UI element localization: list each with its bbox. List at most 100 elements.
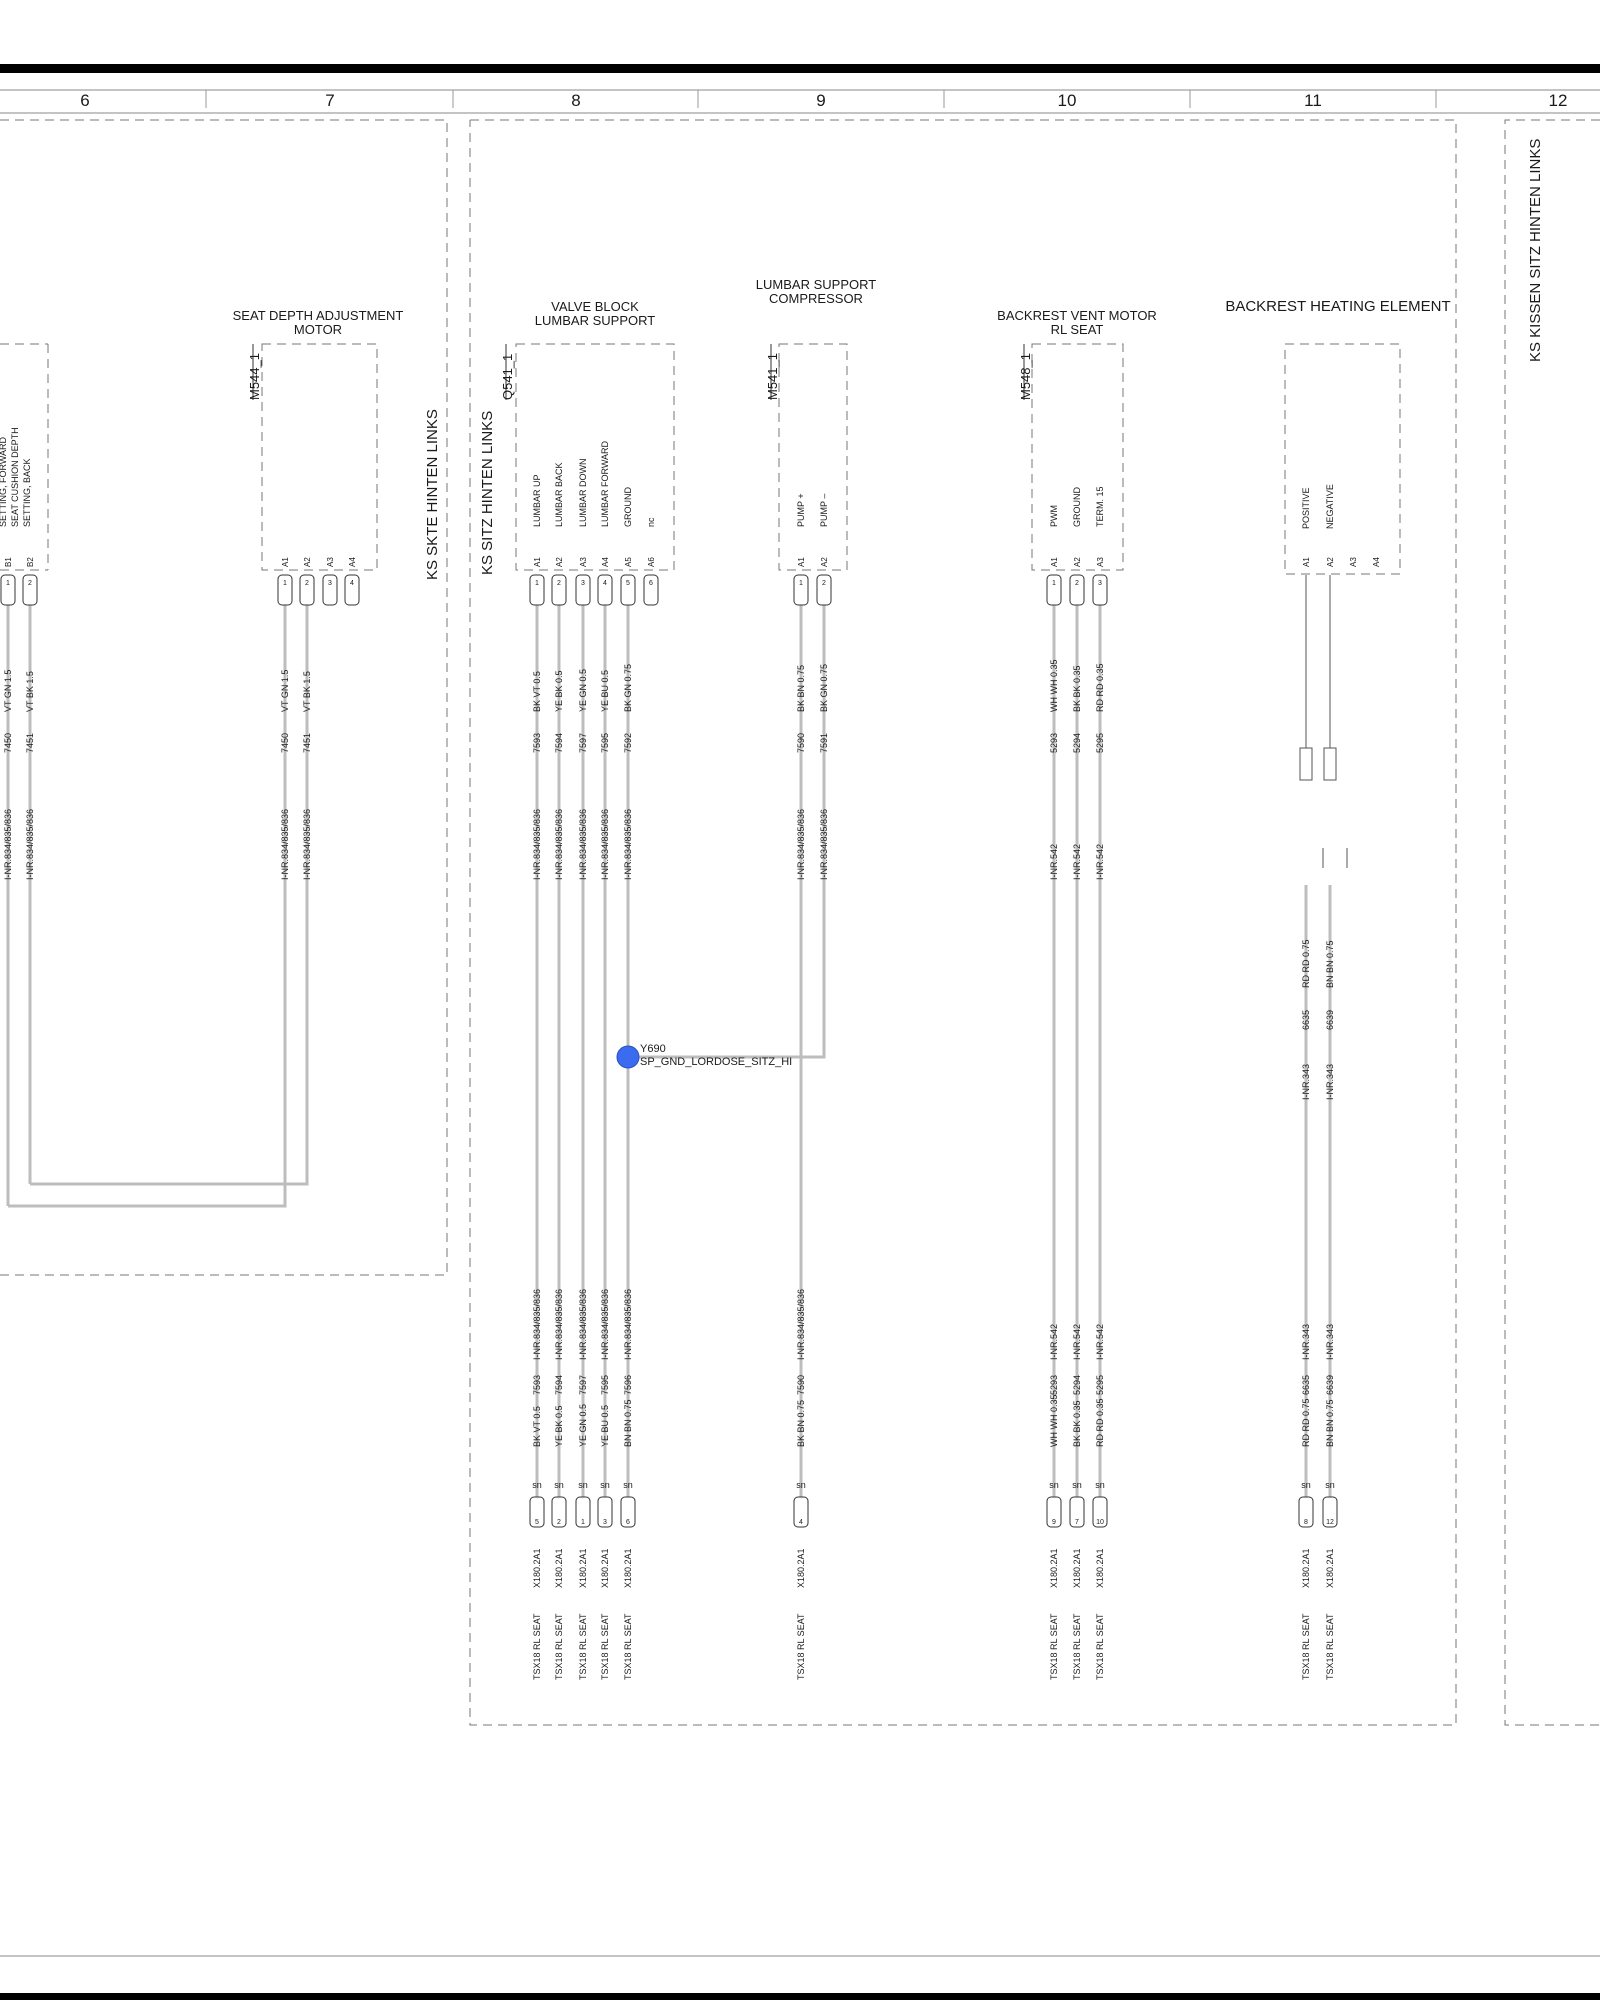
connector-cavity-label: 1: [581, 1519, 585, 1526]
component-title: BACKREST HEATING ELEMENT: [1225, 298, 1450, 315]
pin-label: A2: [555, 557, 564, 567]
column-number-12: 12: [1549, 91, 1568, 110]
fuse-terminal: [1323, 747, 1337, 781]
pin-cavity-label: 2: [1075, 580, 1079, 587]
function-label: NEGATIVE: [1325, 484, 1335, 529]
pin-cavity: [0, 574, 16, 606]
pin-cavity-label: 1: [283, 580, 287, 587]
wire-nr-label: I-NR.834/835/836: [796, 809, 806, 880]
pin-cavity: [1069, 574, 1085, 606]
wire-id-label: 7595: [600, 1375, 610, 1395]
connector-cavity: [1069, 1496, 1085, 1528]
wire-color-label: RD RD 0.35: [1095, 663, 1105, 712]
pin-cavity: [597, 574, 613, 606]
wire-id-label: 7590: [796, 1375, 806, 1395]
wire-id-label: 7450: [3, 733, 13, 753]
function-label: PUMP +: [796, 493, 806, 527]
pin-label: A2: [303, 557, 312, 567]
wire-color-label: BK BK 0.35: [1072, 665, 1082, 712]
component-code: M548_1: [1018, 353, 1033, 400]
wire-id-label: 7595: [600, 733, 610, 753]
function-label: SETTING, FORWARD: [0, 436, 8, 527]
wire-nr-label: I-NR.834/835/836: [532, 1289, 542, 1360]
connector-code-label: X180.2A1: [623, 1548, 633, 1588]
wire-id-label: 7594: [554, 1375, 564, 1395]
connector-cavity-label: 2: [557, 1519, 561, 1526]
shield-label: sn: [1072, 1480, 1082, 1490]
pin-cavity: [1046, 574, 1062, 606]
wire-id-label: 5294: [1072, 1375, 1082, 1395]
pin-cavity-label: 4: [603, 580, 607, 587]
component-code: M544_1: [247, 353, 262, 400]
wire-nr-label: I-NR.542: [1049, 1324, 1059, 1360]
pin-cavity: [322, 574, 338, 606]
pin-label: A4: [601, 557, 610, 567]
component-boxes: [0, 343, 1401, 1528]
wire-color-label: BN BN 0.75: [623, 1399, 633, 1447]
connector-name-label: TSX18 RL SEAT: [1325, 1613, 1335, 1680]
connector-cavity-label: 6: [626, 1519, 630, 1526]
wire-nr-label: I-NR.542: [1072, 1324, 1082, 1360]
wire-id-label: 7590: [796, 733, 806, 753]
wire-color-label: BK BN 0.75: [796, 665, 806, 712]
column-number-6: 6: [80, 91, 89, 110]
wire-nr-label: I-NR.834/835/836: [623, 809, 633, 880]
wire-id-label: 5293: [1049, 733, 1059, 753]
wire-nr-label: I-NR.343: [1301, 1324, 1311, 1360]
function-label: LUMBAR DOWN: [578, 458, 588, 527]
pin-cavity: [620, 574, 636, 606]
pin-label: A3: [1349, 557, 1358, 567]
connector-code-label: X180.2A1: [1049, 1548, 1059, 1588]
connector-cavity-label: 5: [535, 1519, 539, 1526]
m544-box: [261, 343, 378, 571]
wire-nr-label: I-NR.834/835/836: [25, 809, 35, 880]
component-title-2: RL SEAT: [1051, 322, 1104, 337]
q541-box: [515, 343, 675, 571]
wire-nr-label: I-NR.542: [1095, 1324, 1105, 1360]
wire-color-label: RD RD 0.75: [1301, 1398, 1311, 1447]
wire-nr-label: I-NR.834/835/836: [3, 809, 13, 880]
wire-nr-label: I-NR.542: [1072, 844, 1082, 880]
zone-borders: [0, 119, 1600, 1726]
component-title: VALVE BLOCK: [551, 299, 639, 314]
wire-color-label: BN BN 0.75: [1325, 940, 1335, 988]
splice-code-label: Y690: [640, 1043, 666, 1055]
pin-label: A6: [647, 557, 656, 567]
function-label: LUMBAR UP: [532, 474, 542, 527]
component-code: Q541_1: [500, 354, 515, 400]
connector-name-label: TSX18 RL SEAT: [1072, 1613, 1082, 1680]
pin-label: A2: [820, 557, 829, 567]
connector-cavity: [575, 1496, 591, 1528]
wire-color-label: VT GN 1.5: [280, 670, 290, 712]
connector-name-label: TSX18 RL SEAT: [623, 1613, 633, 1680]
connector-cavity-label: 4: [799, 1519, 803, 1526]
connector-cavity: [1298, 1496, 1314, 1528]
wire-color-label: BK BN 0.75: [796, 1400, 806, 1447]
zone-border-kissen: [1504, 119, 1600, 1726]
connector-name-label: TSX18 RL SEAT: [532, 1613, 542, 1680]
connector-code-label: X180.2A1: [578, 1548, 588, 1588]
pin-cavity: [344, 574, 360, 606]
pin-cavity: [575, 574, 591, 606]
wire-nr-label: I-NR.834/835/836: [796, 1289, 806, 1360]
column-number-10: 10: [1058, 91, 1077, 110]
pin-cavity: [529, 574, 545, 606]
pin-label: A1: [533, 557, 542, 567]
pin-cavity: [793, 574, 809, 606]
wire-id-label: 5293: [1049, 1375, 1059, 1395]
pin-cavity-label: 3: [328, 580, 332, 587]
splice-y690-dot: [616, 1045, 640, 1069]
wire-color-label: VT GN 1.5: [3, 670, 13, 712]
component-code: M541_1: [765, 353, 780, 400]
connector-name-label: TSX18 RL SEAT: [554, 1613, 564, 1680]
component-title: BACKREST VENT MOTOR: [997, 308, 1157, 323]
connector-code-label: X180.2A1: [1095, 1548, 1105, 1588]
wire-color-label: BN BN 0.75: [1325, 1399, 1335, 1447]
wire-nr-label: I-NR.343: [1325, 1064, 1335, 1100]
wire-color-label: YE GN 0.5: [578, 1404, 588, 1447]
pin-label: B2: [26, 557, 35, 567]
wire-id-label: 7591: [819, 733, 829, 753]
shield-label: sn: [554, 1480, 564, 1490]
connector-cavity: [1322, 1496, 1338, 1528]
